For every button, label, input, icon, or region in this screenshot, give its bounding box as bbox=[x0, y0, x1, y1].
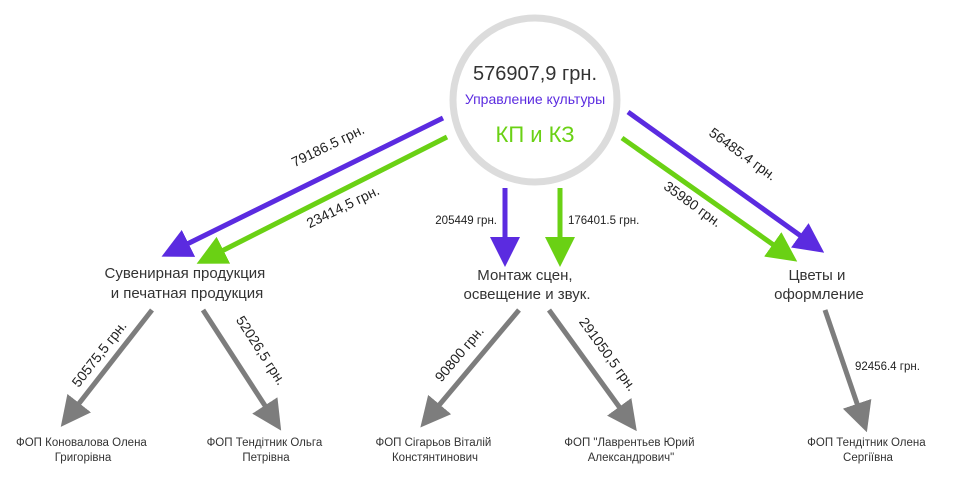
category-souvenir: Сувенирная продукция и печатная продукци… bbox=[105, 265, 270, 302]
amount-vendor-5: 92456.4 грн. bbox=[855, 361, 920, 373]
hub-total: 576907,9 грн. bbox=[473, 63, 597, 85]
flow-arrow-purple-flowers bbox=[626, 109, 825, 253]
hub-node: 576907,9 грн. Управление культуры КП и К… bbox=[449, 14, 621, 186]
hub-circle bbox=[449, 14, 621, 186]
category-flowers: Цветы и оформление bbox=[774, 267, 864, 303]
flow-arrow-gray-vendor-1 bbox=[60, 308, 154, 427]
vendor-sigarov: ФОП Сігарьов Віталій Констянтинович bbox=[375, 437, 494, 464]
amount-vendor-4: 291050,5 грн. bbox=[576, 314, 640, 394]
flow-arrow-green-flowers bbox=[620, 135, 798, 262]
amount-green-stage: 176401.5 грн. bbox=[568, 215, 639, 227]
amount-vendor-3: 90800 грн. bbox=[431, 323, 487, 385]
flow-arrow-gray-vendor-3 bbox=[420, 308, 521, 428]
flow-arrow-green-souvenir bbox=[196, 134, 449, 264]
flow-arrow-gray-vendor-4 bbox=[546, 308, 637, 432]
vendor-tenditnyk-olena: ФОП Тендітник Олена Сергіївна bbox=[807, 437, 929, 464]
amount-vendor-2: 52026,5 грн. bbox=[233, 313, 289, 388]
hub-group: КП и КЗ bbox=[496, 122, 575, 147]
amount-purple-stage: 205449 грн. bbox=[435, 215, 497, 227]
category-stage: Монтаж сцен, освещение и звук. bbox=[464, 267, 591, 303]
flow-arrow-gray-vendor-2 bbox=[200, 308, 282, 431]
vendor-lavrentev: ФОП "Лаврентьев Юрий Александрович" bbox=[564, 437, 697, 464]
vendor-konovalova: ФОП Коновалова Олена Григорівна bbox=[16, 437, 150, 464]
vendor-tenditnyk-olha: ФОП Тендітник Ольга Петрівна bbox=[207, 437, 326, 464]
flow-arrow-purple-souvenir bbox=[161, 115, 445, 257]
hub-department: Управление культуры bbox=[465, 91, 605, 107]
flow-arrow-gray-vendor-5 bbox=[822, 309, 872, 433]
